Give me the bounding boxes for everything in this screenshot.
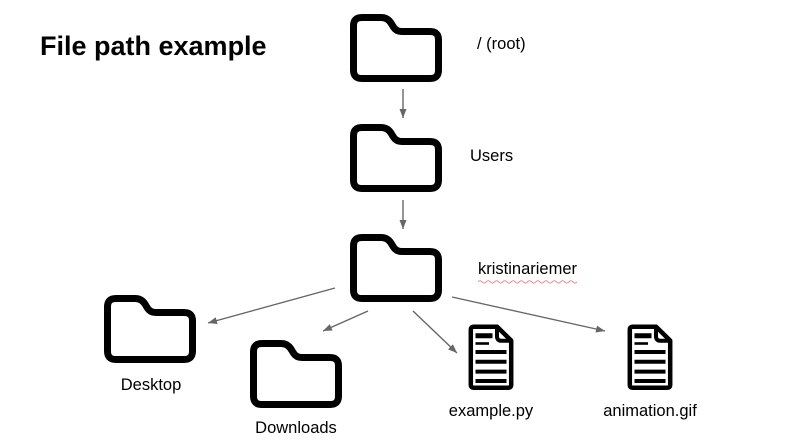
label-downloads: Downloads xyxy=(255,419,337,437)
folder-icon xyxy=(348,232,444,304)
arrow-kristinariemer-to-example-py xyxy=(412,310,458,354)
node-users xyxy=(348,122,444,194)
folder-icon xyxy=(248,338,344,410)
label-desktop: Desktop xyxy=(120,376,182,394)
folder-icon xyxy=(348,12,444,84)
node-animation-gif xyxy=(625,322,675,392)
node-example-py xyxy=(466,322,516,392)
file-icon xyxy=(625,322,675,392)
folder-icon xyxy=(348,122,444,194)
label-root: / (root) xyxy=(477,35,526,53)
folder-icon xyxy=(102,293,198,365)
label-animation-gif: animation.gif xyxy=(603,402,697,420)
node-root xyxy=(348,12,444,84)
label-text: kristinariemer xyxy=(478,260,578,278)
file-icon xyxy=(466,322,516,392)
arrow-kristinariemer-to-downloads xyxy=(322,310,369,332)
node-downloads xyxy=(248,338,344,410)
label-users: Users xyxy=(470,147,514,165)
label-kristinariemer: kristinariemer xyxy=(478,260,578,284)
node-desktop xyxy=(102,293,198,365)
slide-title: File path example xyxy=(40,31,267,61)
arrow-kristinariemer-to-desktop xyxy=(207,287,336,324)
spellcheck-squiggle-icon xyxy=(478,280,578,284)
label-example-py: example.py xyxy=(448,402,534,420)
node-kristinariemer xyxy=(348,232,444,304)
